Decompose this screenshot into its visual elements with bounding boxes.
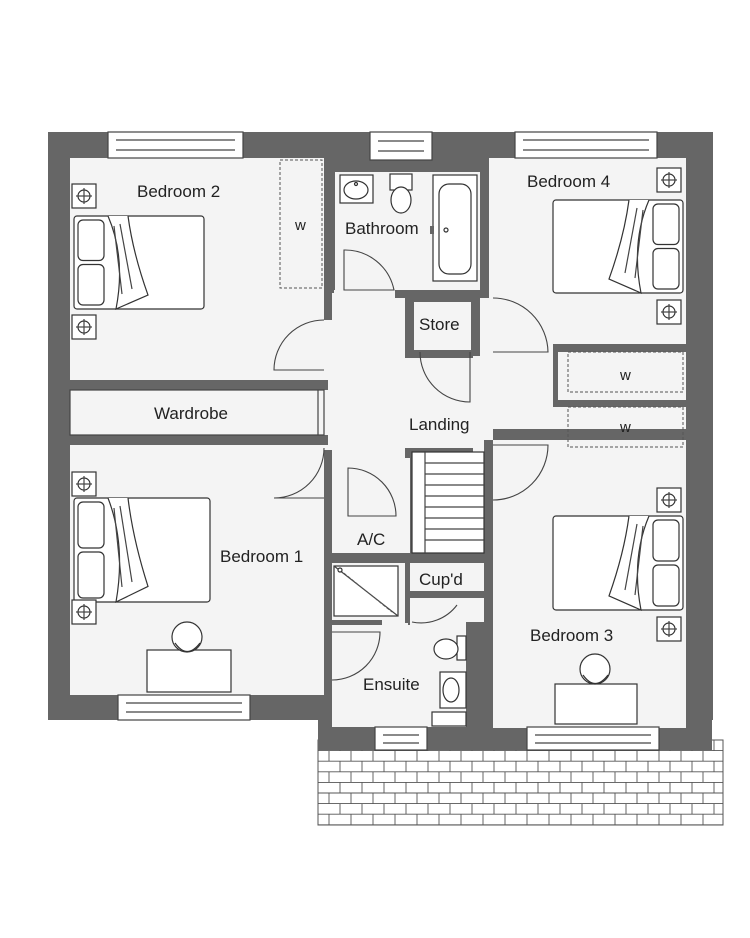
ensuite-shelf (431, 711, 467, 727)
bath-icon (430, 174, 478, 282)
shower-icon (333, 565, 399, 617)
socket-icon (656, 167, 682, 193)
windows (107, 131, 660, 751)
wardrobe-mark-bedroom3: w (619, 419, 631, 436)
desk-chair-icon (146, 621, 232, 693)
wardrobe-mark-bedroom4: w (619, 367, 631, 384)
socket-icon (71, 471, 97, 497)
basin-icon (339, 174, 374, 204)
toilet-icon (433, 635, 467, 661)
desk-chair-icon (554, 653, 638, 725)
socket-icon (71, 183, 97, 209)
bedroom-4-label: Bedroom 4 (527, 172, 610, 191)
cupboard-label: Cup'd (419, 570, 463, 589)
double-bed-icon (73, 497, 211, 604)
wardrobe-mark-bedroom2: w (294, 217, 306, 234)
basin-icon (439, 671, 467, 709)
socket-icon (71, 599, 97, 625)
socket-icon (656, 487, 682, 513)
socket-icon (656, 299, 682, 325)
bathroom-label: Bathroom (345, 219, 419, 238)
ensuite-label: Ensuite (363, 675, 420, 694)
bedroom-2-label: Bedroom 2 (137, 182, 220, 201)
double-bed-icon (552, 515, 684, 612)
brick-paving-icon (317, 739, 724, 826)
staircase-icon (411, 451, 485, 554)
bedroom-3-label: Bedroom 3 (530, 626, 613, 645)
toilet-icon (389, 173, 413, 214)
wardrobes (69, 159, 684, 448)
doors (273, 249, 549, 681)
ac-label: A/C (357, 530, 385, 549)
landing-label: Landing (409, 415, 470, 434)
double-bed-icon (73, 215, 205, 311)
bedroom-1-label: Bedroom 1 (220, 547, 303, 566)
socket-icon (71, 314, 97, 340)
socket-icon (656, 616, 682, 642)
interior-walls (70, 158, 686, 730)
store-label: Store (419, 315, 460, 334)
room-labels: Bedroom 2 Bathroom Bedroom 4 Store Wardr… (137, 172, 631, 694)
wardrobe-label: Wardrobe (154, 404, 228, 423)
double-bed-icon (552, 199, 684, 295)
